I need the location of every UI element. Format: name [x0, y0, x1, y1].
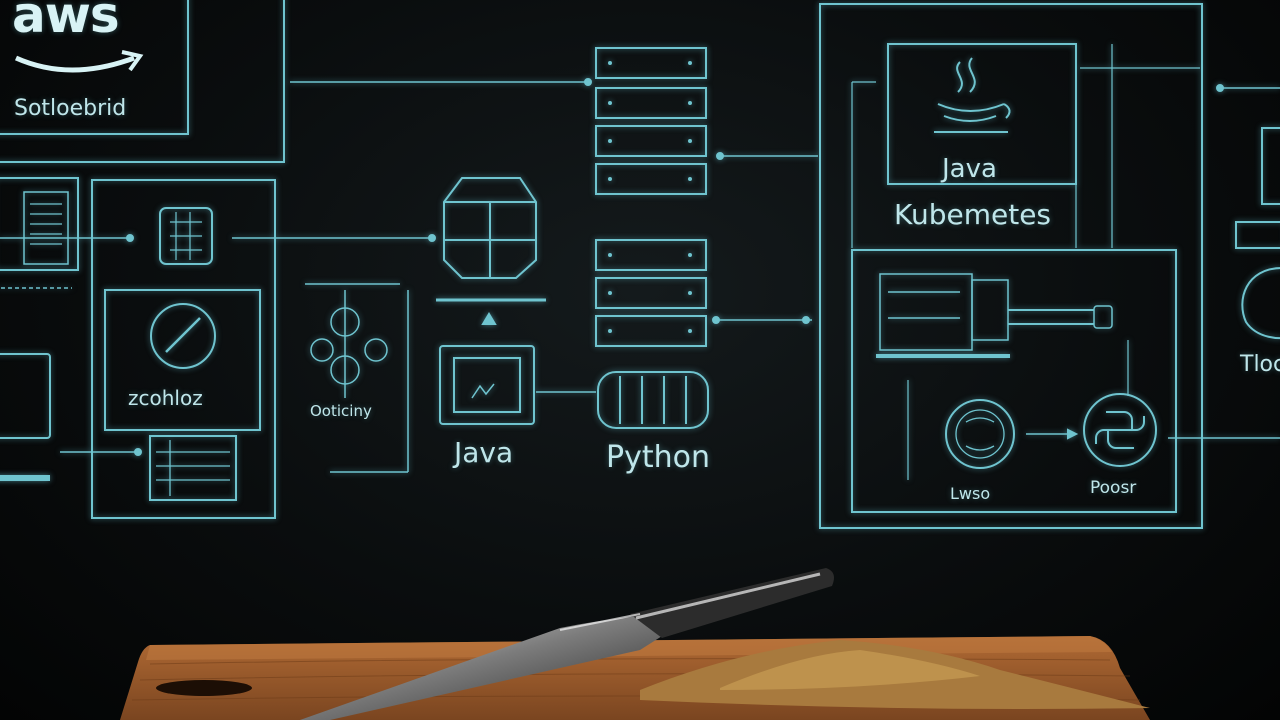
gear-node-label: Lwso	[950, 484, 991, 503]
aws-logo: aws	[12, 0, 120, 44]
python-icon	[1083, 393, 1157, 467]
java-center-label: Java	[454, 436, 514, 469]
monitor-icon	[0, 353, 51, 439]
database-cylinder-icon	[597, 371, 709, 429]
circuit-chip-icon	[159, 207, 213, 265]
left-module-panel	[91, 179, 276, 519]
kubernetes-label: Kubemetes	[894, 198, 1052, 231]
storage-rack-icon	[149, 435, 237, 501]
edge-keyboard-icon	[1235, 221, 1280, 249]
gear-face-icon	[945, 399, 1015, 469]
terminal-icon	[439, 345, 535, 425]
aws-inner-panel	[0, 0, 189, 135]
mid-node-label: Ooticiny	[310, 402, 372, 420]
edge-right-label: Tloc	[1240, 352, 1280, 377]
aws-outer-panel	[0, 0, 285, 163]
python-center-label: Python	[606, 440, 710, 475]
machine-panel	[851, 249, 1177, 513]
java-kubernetes-panel	[887, 43, 1077, 185]
edge-shield-icon	[1241, 267, 1280, 340]
server-stack-lower	[595, 239, 707, 347]
server-stack-upper	[595, 47, 707, 195]
knife-icon	[300, 568, 834, 720]
right-outer-panel	[819, 3, 1203, 529]
python-node-label: Poosr	[1090, 478, 1137, 498]
edge-screen-icon	[1261, 127, 1280, 205]
cube-icon	[443, 177, 537, 279]
server-rack-icon	[23, 191, 69, 265]
aws-subtitle: Sotloebrid	[14, 96, 127, 121]
java-cup-icon	[934, 57, 1011, 133]
compass-panel	[104, 289, 261, 431]
aws-smile-icon	[14, 50, 144, 73]
compass-icon	[150, 303, 216, 369]
board-hole	[156, 680, 252, 696]
molecule-icon	[305, 283, 409, 473]
machine-icon	[876, 273, 1113, 358]
left-server-panel	[0, 177, 79, 271]
java-right-label: Java	[942, 154, 997, 184]
left-node-label: zcohloz	[128, 386, 203, 410]
